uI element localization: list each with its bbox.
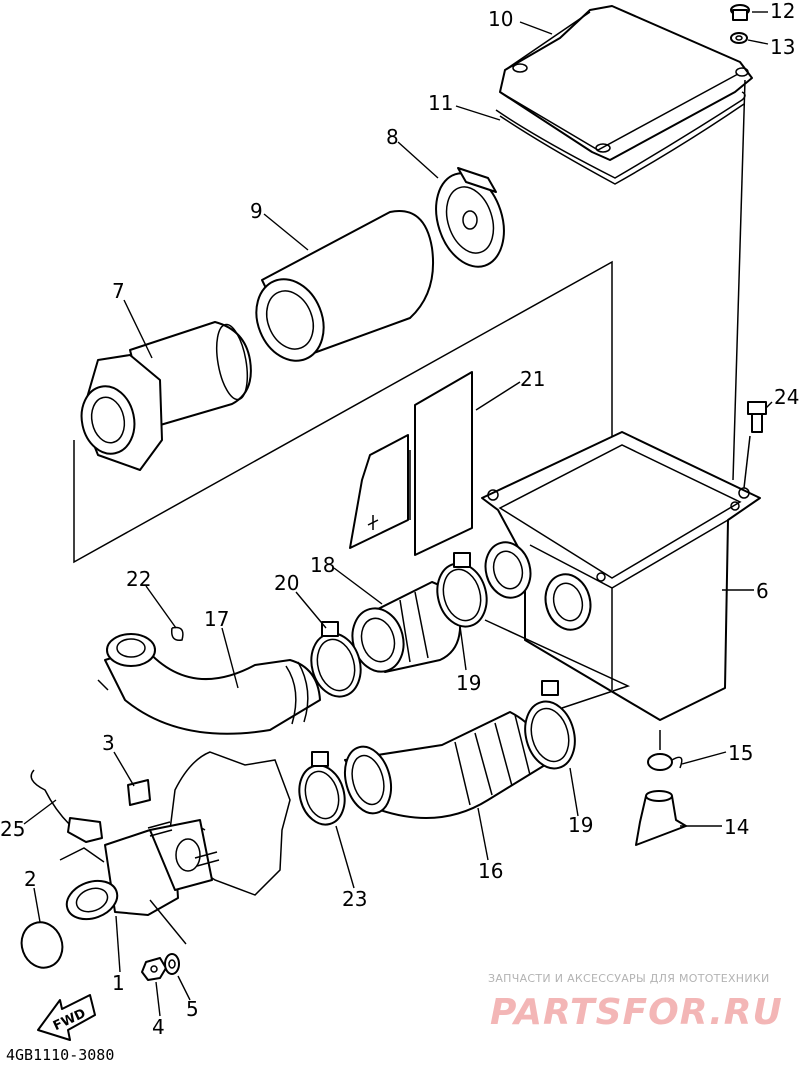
callout-2: 2 xyxy=(24,867,37,891)
hose-clamp-19-upper[interactable] xyxy=(431,552,494,632)
callout-24: 24 xyxy=(774,385,799,409)
callout-13: 13 xyxy=(770,35,795,59)
callout-18: 18 xyxy=(310,553,335,577)
callout-17: 17 xyxy=(204,607,229,631)
callout-20: 20 xyxy=(274,571,299,595)
callout-11: 11 xyxy=(428,91,453,115)
callout-3: 3 xyxy=(102,731,115,755)
callout-9: 9 xyxy=(250,199,263,223)
callout-22: 22 xyxy=(126,567,151,591)
nut[interactable] xyxy=(141,957,167,981)
leader-lines xyxy=(23,11,773,1017)
callout-16: 16 xyxy=(478,859,503,883)
hose-clamp-19-lower[interactable] xyxy=(518,680,582,774)
filter-guide[interactable] xyxy=(75,321,252,471)
callout-25: 25 xyxy=(0,817,25,841)
carburetor-joint[interactable] xyxy=(61,819,213,926)
callout-4: 4 xyxy=(152,1015,165,1039)
air-box-cover[interactable] xyxy=(499,5,753,161)
sensor-wire[interactable] xyxy=(30,769,103,843)
filter-element[interactable] xyxy=(245,210,434,371)
callout-8: 8 xyxy=(386,125,399,149)
callout-6: 6 xyxy=(756,579,769,603)
callout-10: 10 xyxy=(488,7,513,31)
watermark: ЗАПЧАСТИ И АКСЕССУАРЫ ДЛЯ МОТОТЕХНИКИ PA… xyxy=(488,972,783,1033)
callout-1: 1 xyxy=(112,971,125,995)
hose-clamp-23[interactable] xyxy=(293,751,351,830)
callout-21: 21 xyxy=(520,367,545,391)
lock-washer[interactable] xyxy=(164,953,180,975)
hose-clip[interactable] xyxy=(170,626,184,641)
filter-end-cap[interactable] xyxy=(425,164,516,275)
box-bolt[interactable] xyxy=(747,401,767,433)
cover-screw[interactable] xyxy=(730,4,750,21)
callout-14: 14 xyxy=(724,815,749,839)
callout-15: 15 xyxy=(728,741,753,765)
drain-cap[interactable] xyxy=(635,790,687,846)
callout-12: 12 xyxy=(770,0,795,23)
hose-clamp-20[interactable] xyxy=(305,621,368,702)
callout-23: 23 xyxy=(342,887,367,911)
callout-19-upper: 19 xyxy=(456,671,481,695)
watermark-caption: ЗАПЧАСТИ И АКСЕССУАРЫ ДЛЯ МОТОТЕХНИКИ xyxy=(488,972,770,985)
fwd-arrow: FWD xyxy=(37,994,96,1041)
air-duct-joint[interactable] xyxy=(346,581,462,677)
callout-19-lower: 19 xyxy=(568,813,593,837)
joint-seal[interactable] xyxy=(15,917,68,974)
callout-7: 7 xyxy=(112,279,125,303)
callout-numbers: 10 11 12 13 8 9 7 21 24 6 18 20 22 17 19… xyxy=(0,0,799,1039)
watermark-logo: PARTSFOR.RU xyxy=(490,992,783,1033)
diagram-code: 4GB1110-3080 xyxy=(6,1046,114,1064)
air-box-case[interactable] xyxy=(480,431,761,721)
washer[interactable] xyxy=(730,32,748,44)
drain-clip[interactable] xyxy=(647,730,683,771)
intake-plate[interactable] xyxy=(349,371,473,556)
callout-5: 5 xyxy=(186,997,199,1021)
intake-duct[interactable] xyxy=(97,633,321,735)
intake-hose[interactable] xyxy=(338,711,546,819)
